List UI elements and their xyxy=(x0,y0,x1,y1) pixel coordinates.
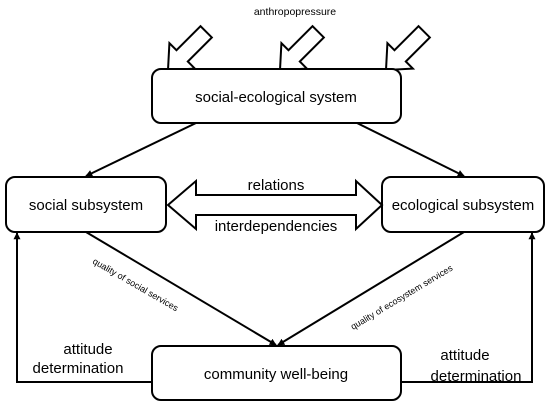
pressure-arrow-3 xyxy=(384,24,432,72)
social-services-label: quality of social services xyxy=(91,256,180,313)
left-determination-label: determination xyxy=(33,360,124,377)
community-wellbeing-label: community well-being xyxy=(204,366,348,383)
social-to-wellbeing-arrow xyxy=(85,231,277,346)
relations-double-arrow xyxy=(166,178,384,232)
right-feedback-arrow xyxy=(401,232,536,383)
left-attitude-label: attitude xyxy=(63,341,112,358)
ecosystem-services-label: quality of ecosystem services xyxy=(349,263,455,332)
community-wellbeing-node: community well-being xyxy=(151,345,402,401)
ecological-to-wellbeing-arrow xyxy=(277,231,465,346)
system-to-ecological-arrow xyxy=(356,122,465,177)
anthropopressure-label: anthropopressure xyxy=(254,6,336,18)
right-determination-label: determination xyxy=(431,368,522,385)
social-ecological-system-node: social-ecological system xyxy=(151,68,402,124)
social-subsystem-node: social subsystem xyxy=(5,176,167,233)
relations-label: relations xyxy=(248,177,305,194)
ecological-subsystem-node: ecological subsystem xyxy=(381,176,545,233)
social-ecological-system-label: social-ecological system xyxy=(195,89,357,106)
pressure-arrow-1 xyxy=(166,24,214,72)
system-to-social-arrow xyxy=(85,122,197,177)
pressure-arrow-2 xyxy=(278,24,326,72)
right-attitude-label: attitude xyxy=(440,347,489,364)
left-feedback-arrow xyxy=(13,232,152,383)
interdependencies-label: interdependencies xyxy=(215,218,338,235)
ecological-subsystem-label: ecological subsystem xyxy=(392,197,535,214)
social-subsystem-label: social subsystem xyxy=(29,197,143,214)
